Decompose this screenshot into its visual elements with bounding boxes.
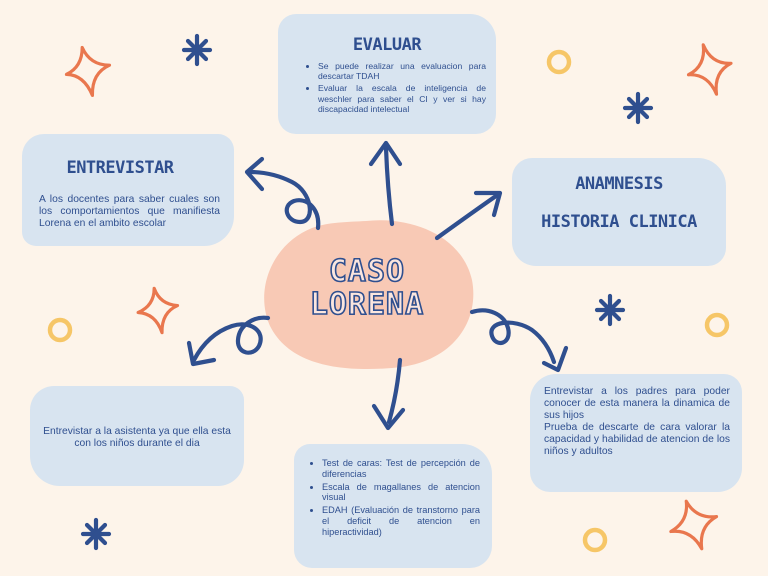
- evaluar-item: Se puede realizar una evaluacion para de…: [318, 61, 486, 81]
- arrow-anamnesis: [434, 193, 499, 241]
- arrow-asistenta: [191, 315, 271, 363]
- anamnesis-box: ANAMNESIS HISTORIA CLINICA: [512, 158, 726, 266]
- entrevistar-title: ENTREVISTAR: [66, 158, 174, 178]
- ring-icon: [704, 312, 730, 338]
- sparkle-icon: [686, 43, 733, 96]
- asistenta-text: Entrevistar a la asistenta ya que ella e…: [43, 426, 231, 449]
- center-title: CASO LORENA: [282, 254, 452, 322]
- asistenta-box: Entrevistar a la asistenta ya que ella e…: [30, 386, 244, 486]
- evaluar-item: Evaluar la escala de inteligencia de wes…: [318, 83, 486, 114]
- arrowhead-evaluar: [368, 140, 403, 167]
- asterisk-icon: [622, 91, 654, 125]
- arrowhead-anamnesis: [473, 190, 503, 218]
- ring-icon: [582, 527, 608, 553]
- arrowhead-tests: [371, 403, 406, 431]
- tests-item: EDAH (Evaluación de transtorno para el d…: [322, 505, 480, 537]
- arrow-entrevistar: [247, 169, 321, 231]
- ring-icon: [546, 49, 572, 75]
- sparkle-icon: [669, 499, 719, 551]
- tests-item: Test de caras: Test de percepción de dif…: [322, 458, 480, 480]
- entrevistar-text: A los docentes para saber cuales son los…: [39, 194, 220, 229]
- arrow-tests: [386, 357, 403, 425]
- asterisk-icon: [594, 293, 626, 327]
- arrowhead-asistenta: [186, 340, 217, 367]
- entrevistar-box: ENTREVISTAR A los docentes para saber cu…: [22, 134, 234, 246]
- sparkle-icon: [64, 45, 112, 98]
- ring-icon: [47, 317, 73, 343]
- arrow-padres: [469, 308, 557, 365]
- anamnesis-title: ANAMNESIS: [575, 174, 663, 194]
- evaluar-title: EVALUAR: [352, 35, 422, 55]
- padres-line: Entrevistar a los padres para poder cono…: [544, 386, 730, 421]
- evaluar-list: Se puede realizar una evaluacion para de…: [300, 61, 486, 114]
- historia-clinica-title: HISTORIA CLINICA: [541, 212, 697, 232]
- tests-list: Test de caras: Test de percepción de dif…: [304, 458, 480, 538]
- evaluar-box: EVALUAR Se puede realizar una evaluacion…: [278, 14, 496, 134]
- arrowhead-padres: [541, 345, 569, 373]
- center-title-line1: CASO: [328, 254, 406, 289]
- tests-box: Test de caras: Test de percepción de dif…: [294, 444, 492, 568]
- tests-item: Escala de magallanes de atencion visual: [322, 482, 480, 504]
- arrow-evaluar: [383, 145, 395, 227]
- center-title-line2: LORENA: [309, 287, 425, 322]
- arrowhead-entrevistar: [244, 156, 265, 192]
- sparkle-icon: [136, 286, 180, 335]
- center-blob: [264, 220, 474, 370]
- padres-line: Prueba de descarte de cara valorar la ca…: [544, 422, 730, 457]
- padres-box: Entrevistar a los padres para poder cono…: [530, 374, 742, 492]
- padres-text: Entrevistar a los padres para poder cono…: [544, 386, 730, 458]
- asterisk-icon: [181, 33, 213, 67]
- asterisk-icon: [80, 517, 112, 551]
